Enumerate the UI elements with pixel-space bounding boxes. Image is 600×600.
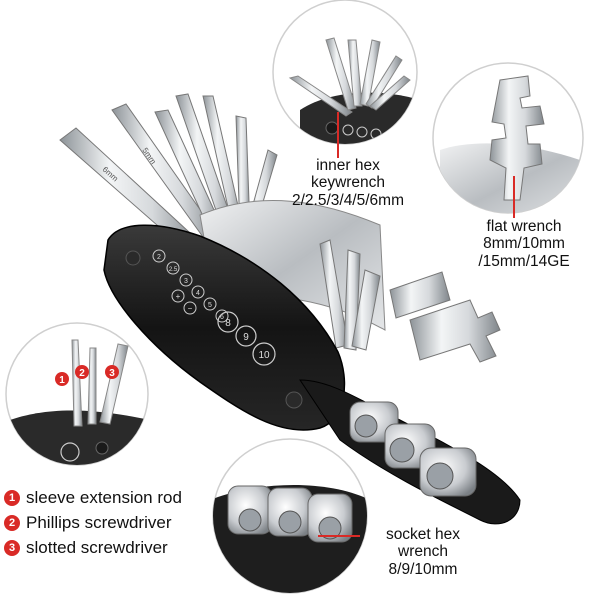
detail-inner-hex: [272, 0, 418, 145]
legend-number-3: 3: [4, 540, 20, 556]
socket-size-9: 9: [243, 332, 249, 343]
hex-size-2: 2: [157, 254, 161, 261]
body-markings: 2 2.5 3 4 5 6 + − 8 9 10: [152, 249, 276, 366]
detail-screwdrivers: 1 2 3: [5, 322, 149, 466]
callout-inner-hex-line1: inner hex: [316, 157, 380, 174]
socket-size-10: 10: [258, 350, 270, 361]
legend-text-1: sleeve extension rod: [26, 488, 182, 507]
legend-item-slotted: 3 slotted screwdriver: [4, 538, 168, 558]
hex-size-3: 3: [184, 278, 188, 285]
hex-size-6: 6: [220, 314, 224, 321]
callout-inner-hex: inner hex keywrench 2/2.5/3/4/5/6mm: [272, 157, 424, 209]
hex-size-4: 4: [196, 290, 200, 297]
callout-flat-wrench-line1: flat wrench: [486, 218, 562, 235]
cross-symbol: +: [176, 292, 181, 301]
callout-flat-wrench-line2: 8mm/10mm: [483, 235, 565, 253]
hex-size-5: 5: [208, 302, 212, 309]
marker-1: [55, 372, 69, 386]
minus-symbol: −: [188, 304, 193, 313]
marker-2: [75, 365, 89, 379]
sockets: [349, 401, 477, 497]
marker-3: [105, 365, 119, 379]
callout-socket-line2: wrench: [398, 543, 448, 561]
main-multitool: 6mm 5mm 2 2.5 3 4 5 6 +: [59, 93, 521, 525]
callout-inner-hex-line3: 2/2.5/3/4/5/6mm: [291, 191, 404, 209]
callout-socket-line1: socket hex: [385, 526, 461, 543]
legend-item-sleeve-rod: 1 sleeve extension rod: [4, 488, 182, 508]
callout-flat-wrench-line3: /15mm/14GE: [478, 252, 570, 270]
legend-text-3: slotted screwdriver: [26, 538, 168, 557]
legend-number-1: 1: [4, 490, 20, 506]
hex-size-2-5: 2.5: [169, 267, 178, 273]
svg-text:2: 2: [79, 368, 85, 379]
callout-socket-line3: 8/9/10mm: [388, 560, 458, 578]
legend-number-2: 2: [4, 515, 20, 531]
svg-text:3: 3: [109, 368, 115, 379]
detail-socket-wrench: [212, 438, 368, 594]
socket-size-8: 8: [225, 318, 231, 329]
callout-socket: socket hex wrench 8/9/10mm: [363, 526, 483, 578]
callout-inner-hex-line2: keywrench: [310, 174, 386, 192]
detail-flat-wrench: [432, 62, 584, 214]
legend-item-phillips: 2 Phillips screwdriver: [4, 513, 171, 533]
legend-text-2: Phillips screwdriver: [26, 513, 172, 532]
svg-text:1: 1: [59, 375, 65, 386]
callout-flat-wrench: flat wrench 8mm/10mm /15mm/14GE: [454, 218, 594, 270]
leader-lines: [318, 112, 515, 537]
